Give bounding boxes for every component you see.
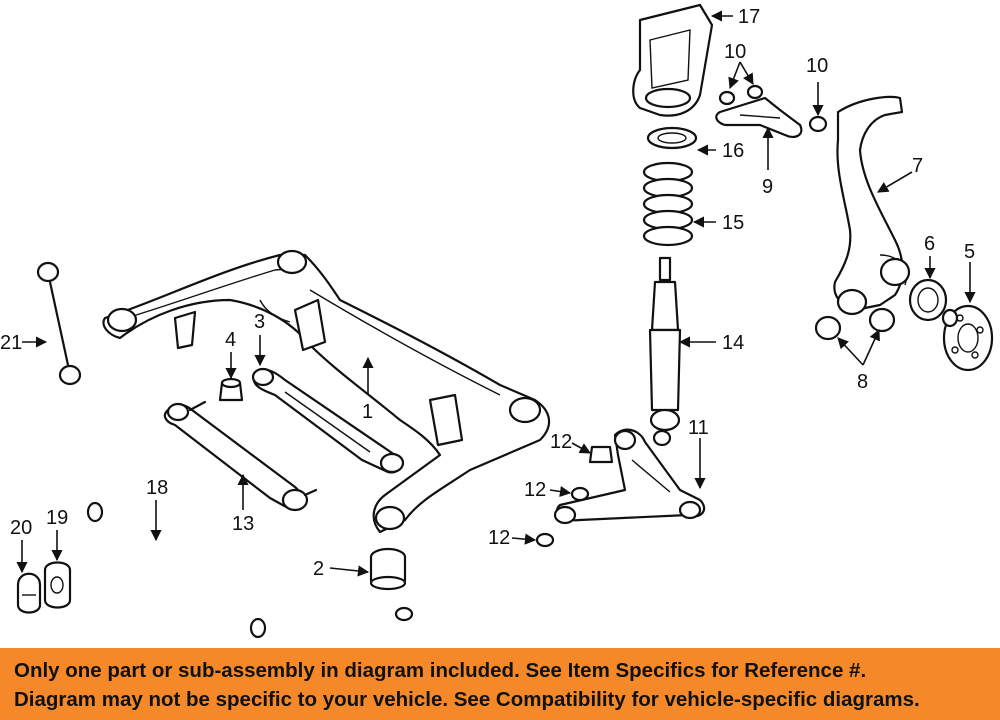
callout-11: 11 xyxy=(688,417,709,439)
callout-16: 16 xyxy=(722,140,744,162)
callout-21: 21 xyxy=(0,332,22,354)
callout-12-top: 12 xyxy=(550,431,572,453)
part-bushings-12 xyxy=(535,445,614,548)
part-upper-control-arm xyxy=(715,84,803,139)
part-bushing-2 xyxy=(369,547,407,591)
disclaimer-banner: Only one part or sub-assembly in diagram… xyxy=(0,648,1000,720)
part-stabilizer-bar xyxy=(64,389,414,640)
callout-8: 8 xyxy=(857,371,868,393)
part-bushing-4 xyxy=(218,377,244,402)
part-steering-knuckle xyxy=(833,95,911,316)
callout-labels: 1 2 3 4 5 6 7 8 9 10 10 11 12 12 12 13 1… xyxy=(0,6,975,580)
part-bracket-20 xyxy=(16,572,42,614)
callout-10-right: 10 xyxy=(806,55,828,77)
callout-1: 1 xyxy=(362,401,373,423)
part-bushings-8 xyxy=(814,307,896,341)
callout-14: 14 xyxy=(722,332,744,354)
callout-3: 3 xyxy=(254,311,265,333)
callout-20: 20 xyxy=(10,517,32,539)
part-link-13 xyxy=(163,400,318,512)
part-shock-absorber xyxy=(648,256,682,447)
part-spring-seat xyxy=(646,126,698,150)
callout-12-bottom: 12 xyxy=(488,527,510,549)
callout-18: 18 xyxy=(146,477,168,499)
part-strut-mount xyxy=(632,3,714,117)
callout-19: 19 xyxy=(46,507,68,529)
suspension-parts-diagram: 1 2 3 4 5 6 7 8 9 10 10 11 12 12 12 13 1… xyxy=(0,3,994,640)
disclaimer-line-2: Diagram may not be specific to your vehi… xyxy=(14,688,920,711)
callout-4: 4 xyxy=(225,329,236,351)
callout-leaders xyxy=(16,10,976,577)
part-bushing-10 xyxy=(808,115,828,133)
callout-15: 15 xyxy=(722,212,744,234)
part-subframe xyxy=(102,249,551,534)
callout-2: 2 xyxy=(313,558,324,580)
callout-13: 13 xyxy=(232,513,254,535)
part-wheel-bearing xyxy=(908,278,948,322)
callout-10-left: 10 xyxy=(724,41,746,63)
disclaimer-line-1: Only one part or sub-assembly in diagram… xyxy=(14,659,867,682)
callout-9: 9 xyxy=(762,176,773,198)
part-coil-spring xyxy=(642,161,694,247)
part-control-arm-3 xyxy=(251,367,405,474)
part-stabilizer-link xyxy=(36,261,82,386)
callout-12-middle: 12 xyxy=(524,479,546,501)
callout-7: 7 xyxy=(912,155,923,177)
callout-5: 5 xyxy=(964,241,975,263)
callout-6: 6 xyxy=(924,233,935,255)
part-wheel-hub xyxy=(941,304,994,372)
callout-17: 17 xyxy=(738,6,760,28)
part-bushing-19 xyxy=(43,561,72,609)
part-lower-control-arm xyxy=(553,428,706,525)
